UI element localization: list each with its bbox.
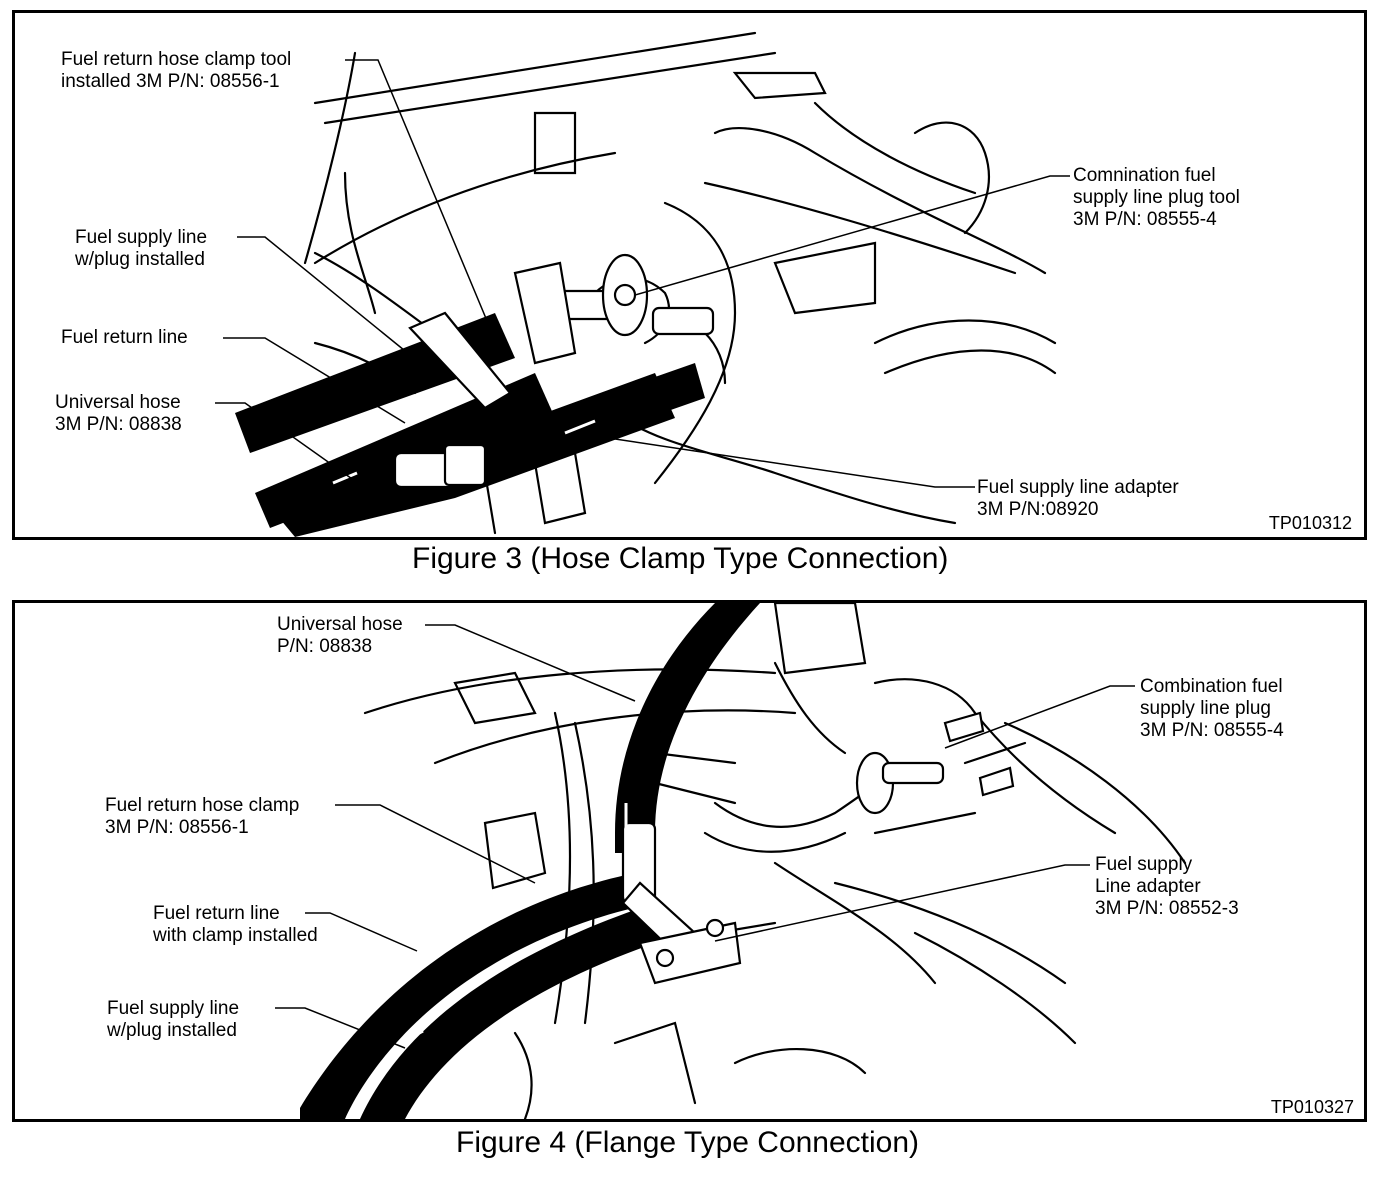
figure-4-illustration (275, 603, 1187, 1119)
label-supply-adapter: Fuel supply line adapter 3M P/N:08920 (977, 477, 1179, 521)
label-combination-plug-line1: Comnination fuel (1073, 165, 1216, 186)
label-f4-supply-adapter-line1: Fuel supply (1095, 854, 1193, 875)
label-f4-clamp-line2: 3M P/N: 08556-1 (105, 817, 249, 838)
label-f4-clamp: Fuel return hose clamp 3M P/N: 08556-1 (105, 795, 299, 839)
label-f4-supply-plug-line2: w/plug installed (107, 1020, 237, 1041)
label-universal-hose-line2: 3M P/N: 08838 (55, 414, 182, 435)
label-f4-supply-adapter: Fuel supply Line adapter 3M P/N: 08552-3 (1095, 854, 1239, 920)
label-supply-adapter-line1: Fuel supply line adapter (977, 477, 1179, 498)
label-return-line-line1: Fuel return line (61, 327, 188, 348)
label-supply-plug-line1: Fuel supply line (75, 227, 208, 248)
label-combination-plug: Comnination fuel supply line plug tool 3… (1073, 165, 1240, 231)
label-clamp-tool-line1: Fuel return hose clamp tool (61, 49, 292, 70)
label-f4-supply-plug: Fuel supply line w/plug installed (107, 998, 239, 1042)
figure-3-illustration (215, 31, 1070, 537)
label-f4-combination-plug-line2: supply line plug (1140, 698, 1271, 719)
label-combination-plug-line3: 3M P/N: 08555-4 (1073, 209, 1217, 230)
figure-4-caption: Figure 4 (Flange Type Connection) (456, 1126, 920, 1159)
label-f4-combination-plug-line3: 3M P/N: 08555-4 (1140, 720, 1284, 741)
label-f4-combination-plug-line1: Combination fuel (1140, 676, 1283, 697)
label-supply-plug: Fuel supply line w/plug installed (75, 227, 207, 271)
label-clamp-tool: Fuel return hose clamp tool installed 3M… (61, 49, 291, 93)
figure-3-code: TP010312 (1268, 513, 1352, 533)
label-f4-combination-plug: Combination fuel supply line plug 3M P/N… (1140, 676, 1284, 742)
label-universal-hose: Universal hose 3M P/N: 08838 (55, 392, 182, 436)
label-f4-supply-adapter-line3: 3M P/N: 08552-3 (1095, 898, 1239, 919)
label-f4-supply-adapter-line2: Line adapter (1095, 876, 1201, 897)
label-f4-return-line: Fuel return line with clamp installed (153, 903, 318, 947)
label-return-line: Fuel return line (61, 327, 188, 349)
label-f4-universal-hose: Universal hose P/N: 08838 (277, 614, 403, 658)
label-supply-adapter-line2: 3M P/N:08920 (977, 499, 1099, 520)
figure-3-caption: Figure 3 (Hose Clamp Type Connection) (412, 542, 949, 575)
label-f4-supply-plug-line1: Fuel supply line (107, 998, 240, 1019)
label-supply-plug-line2: w/plug installed (75, 249, 205, 270)
figure-3-panel: Fuel return hose clamp tool installed 3M… (12, 10, 1367, 540)
label-f4-universal-hose-line2: P/N: 08838 (277, 636, 373, 657)
label-f4-clamp-line1: Fuel return hose clamp (105, 795, 300, 816)
figure-4-code: TP010327 (1270, 1097, 1354, 1117)
label-combination-plug-line2: supply line plug tool (1073, 187, 1240, 208)
label-clamp-tool-line2: installed 3M P/N: 08556-1 (61, 71, 280, 92)
label-f4-return-line-line1: Fuel return line (153, 903, 280, 924)
label-f4-return-line-line2: with clamp installed (153, 925, 318, 946)
label-f4-universal-hose-line1: Universal hose (277, 614, 403, 635)
figure-4-panel: Universal hose P/N: 08838 Combination fu… (12, 600, 1367, 1122)
label-universal-hose-line1: Universal hose (55, 392, 181, 413)
